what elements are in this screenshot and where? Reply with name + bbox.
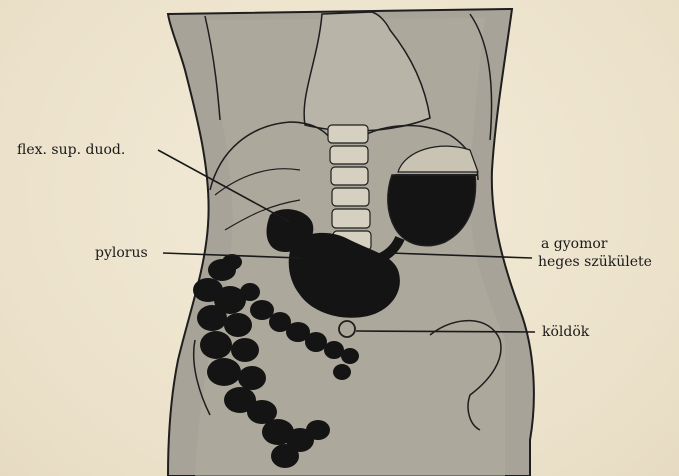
label-gyomor-line1: a gyomor: [541, 237, 608, 251]
label-pylorus: pylorus: [95, 246, 148, 260]
leader-koldok: [356, 331, 535, 332]
label-koldok: köldök: [542, 325, 589, 339]
label-flex-sup-duod: flex. sup. duod.: [17, 143, 125, 157]
label-gyomor-line2: heges szükülete: [538, 255, 652, 269]
